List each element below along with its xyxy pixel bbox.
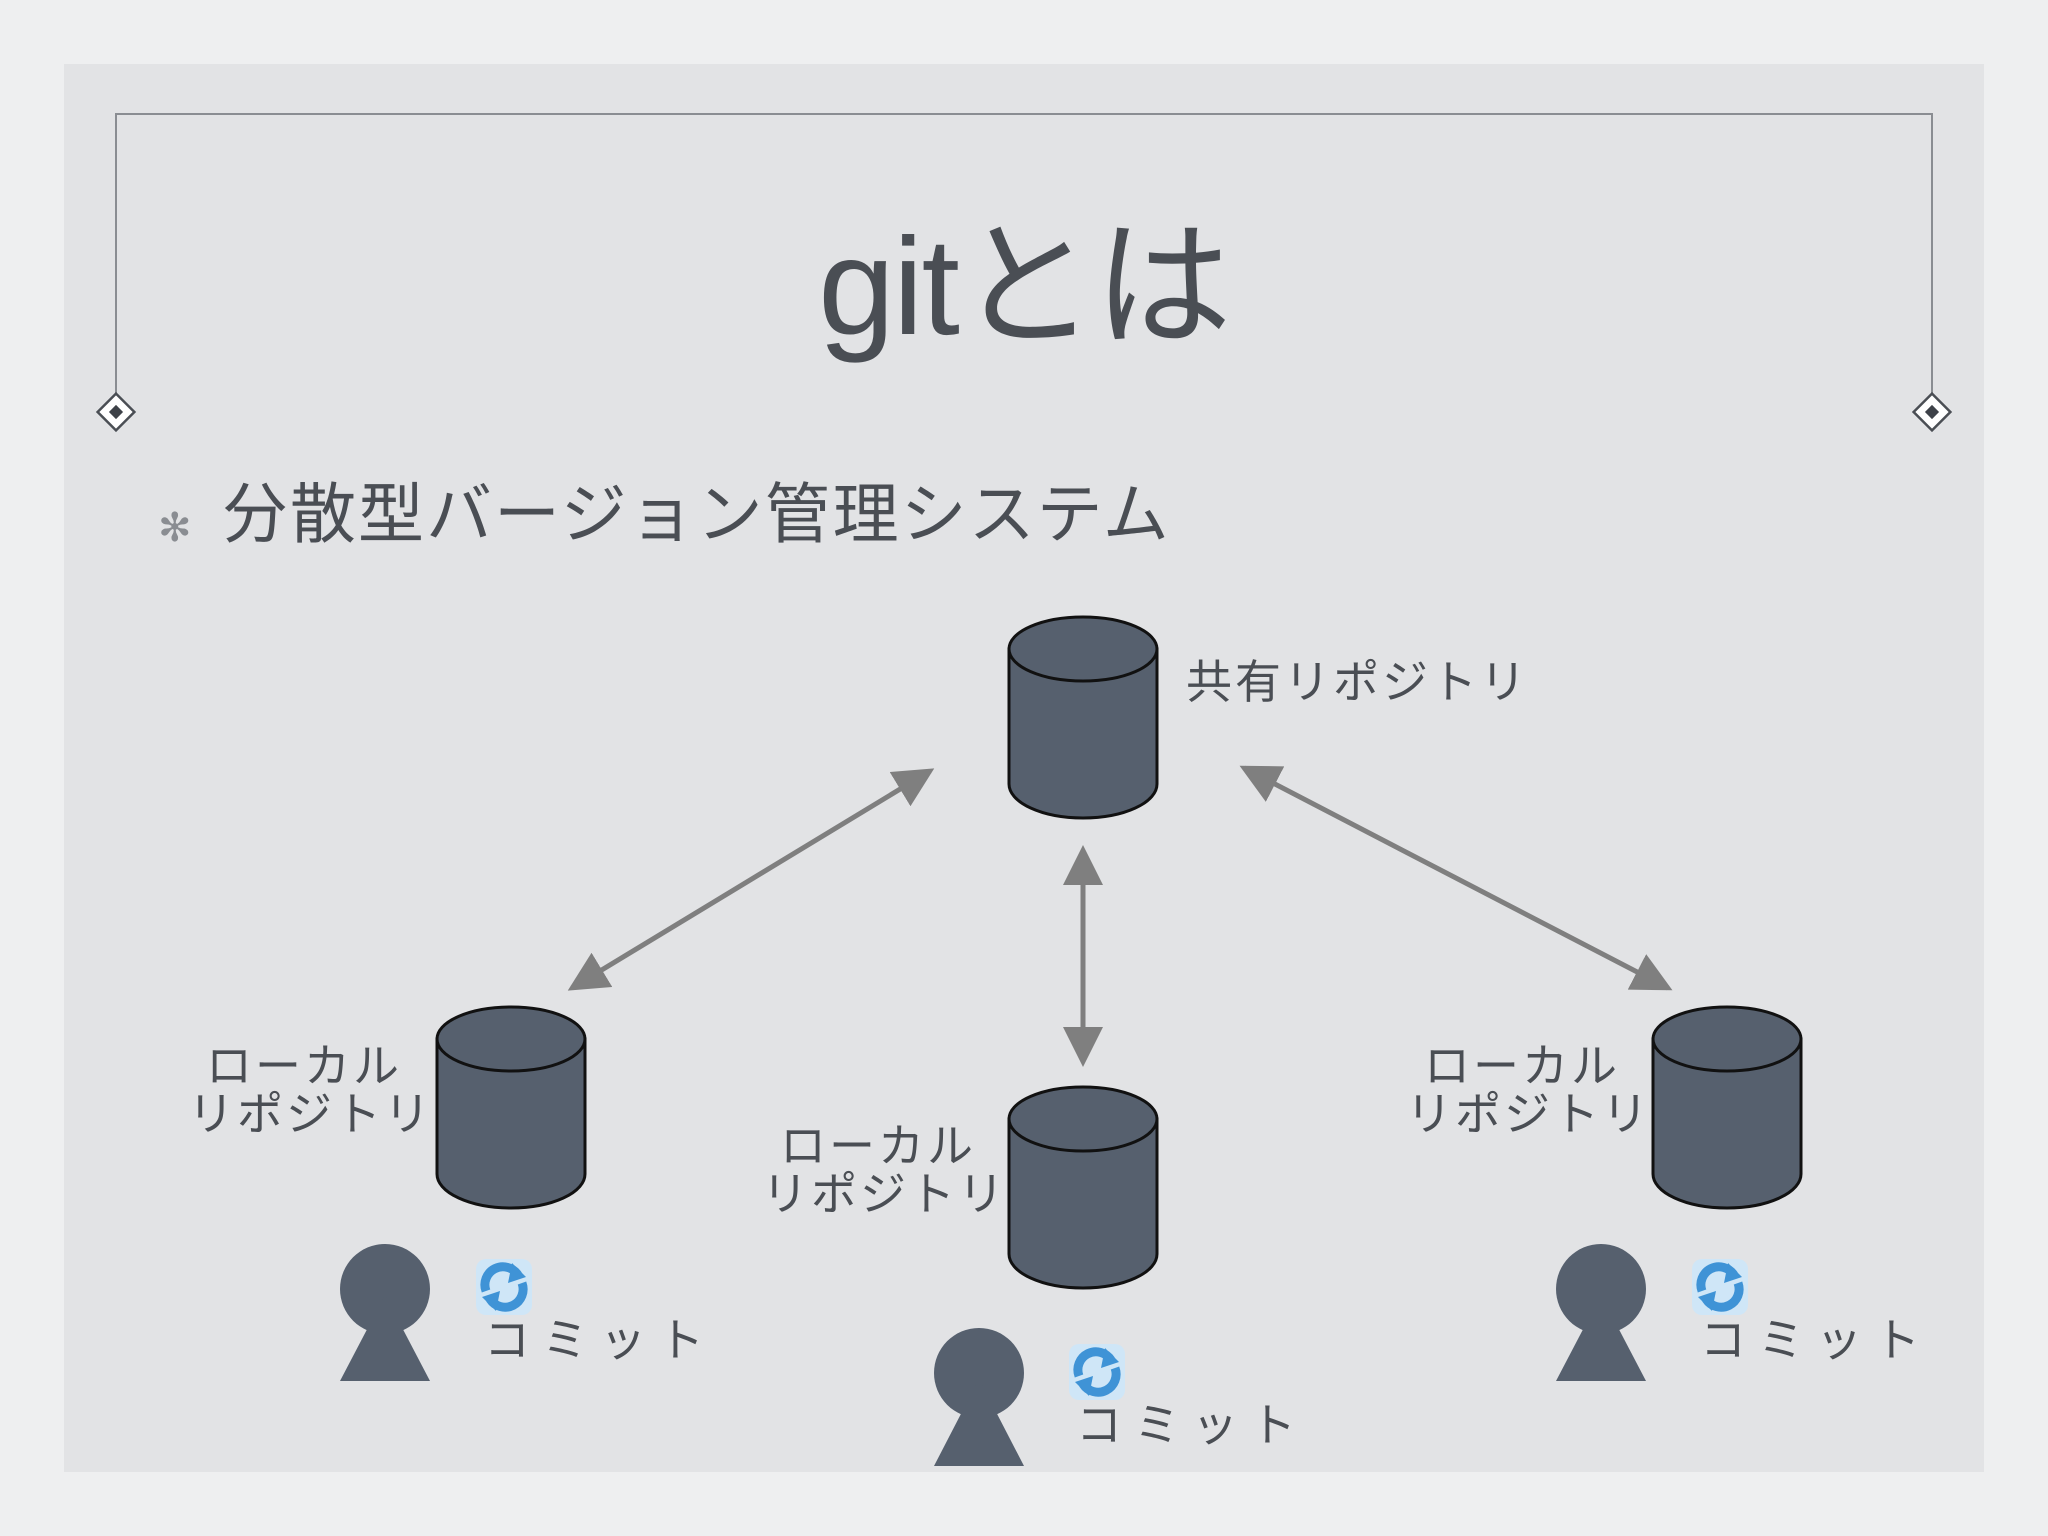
bullet-asterisk-icon: ✻ [158, 505, 192, 551]
local-repo-label-line1: ローカル [1424, 1039, 1620, 1093]
local-repo-database-icon [435, 1005, 587, 1210]
refresh-icon [476, 1259, 532, 1315]
diamond-ornament-icon [1911, 391, 1953, 433]
local-repo-database-icon [1007, 1085, 1159, 1290]
person-icon [934, 1328, 1024, 1466]
local-repo-label: ローカル リポジトリ [762, 1119, 1007, 1221]
person-icon [340, 1244, 430, 1381]
local-repo-label-line2: リポジトリ [1406, 1087, 1651, 1141]
local-repo-label-line2: リポジトリ [762, 1167, 1007, 1221]
commit-label: コミット [484, 1313, 716, 1367]
person-icon [1556, 1244, 1646, 1381]
commit-label: コミット [1076, 1398, 1308, 1452]
sync-arrow-left [567, 768, 935, 991]
local-repo-label: ローカル リポジトリ [188, 1039, 433, 1141]
local-repo-database-icon [1651, 1005, 1803, 1210]
slide-title: gitとは [818, 210, 1232, 364]
refresh-icon [1069, 1344, 1125, 1400]
sync-arrow-right [1239, 765, 1673, 991]
shared-repo-label: 共有リポジトリ [1186, 655, 1529, 709]
local-repo-label-line1: ローカル [780, 1119, 976, 1173]
bullet-text: 分散型バージョン管理システム [222, 476, 1171, 553]
commit-label: コミット [1700, 1313, 1932, 1367]
refresh-icon [1692, 1259, 1748, 1315]
local-repo-label-line1: ローカル [206, 1039, 402, 1093]
local-repo-label-line2: リポジトリ [188, 1087, 433, 1141]
diamond-ornament-icon [95, 391, 137, 433]
shared-repo-database-icon [1007, 615, 1159, 820]
local-repo-label: ローカル リポジトリ [1406, 1039, 1651, 1141]
